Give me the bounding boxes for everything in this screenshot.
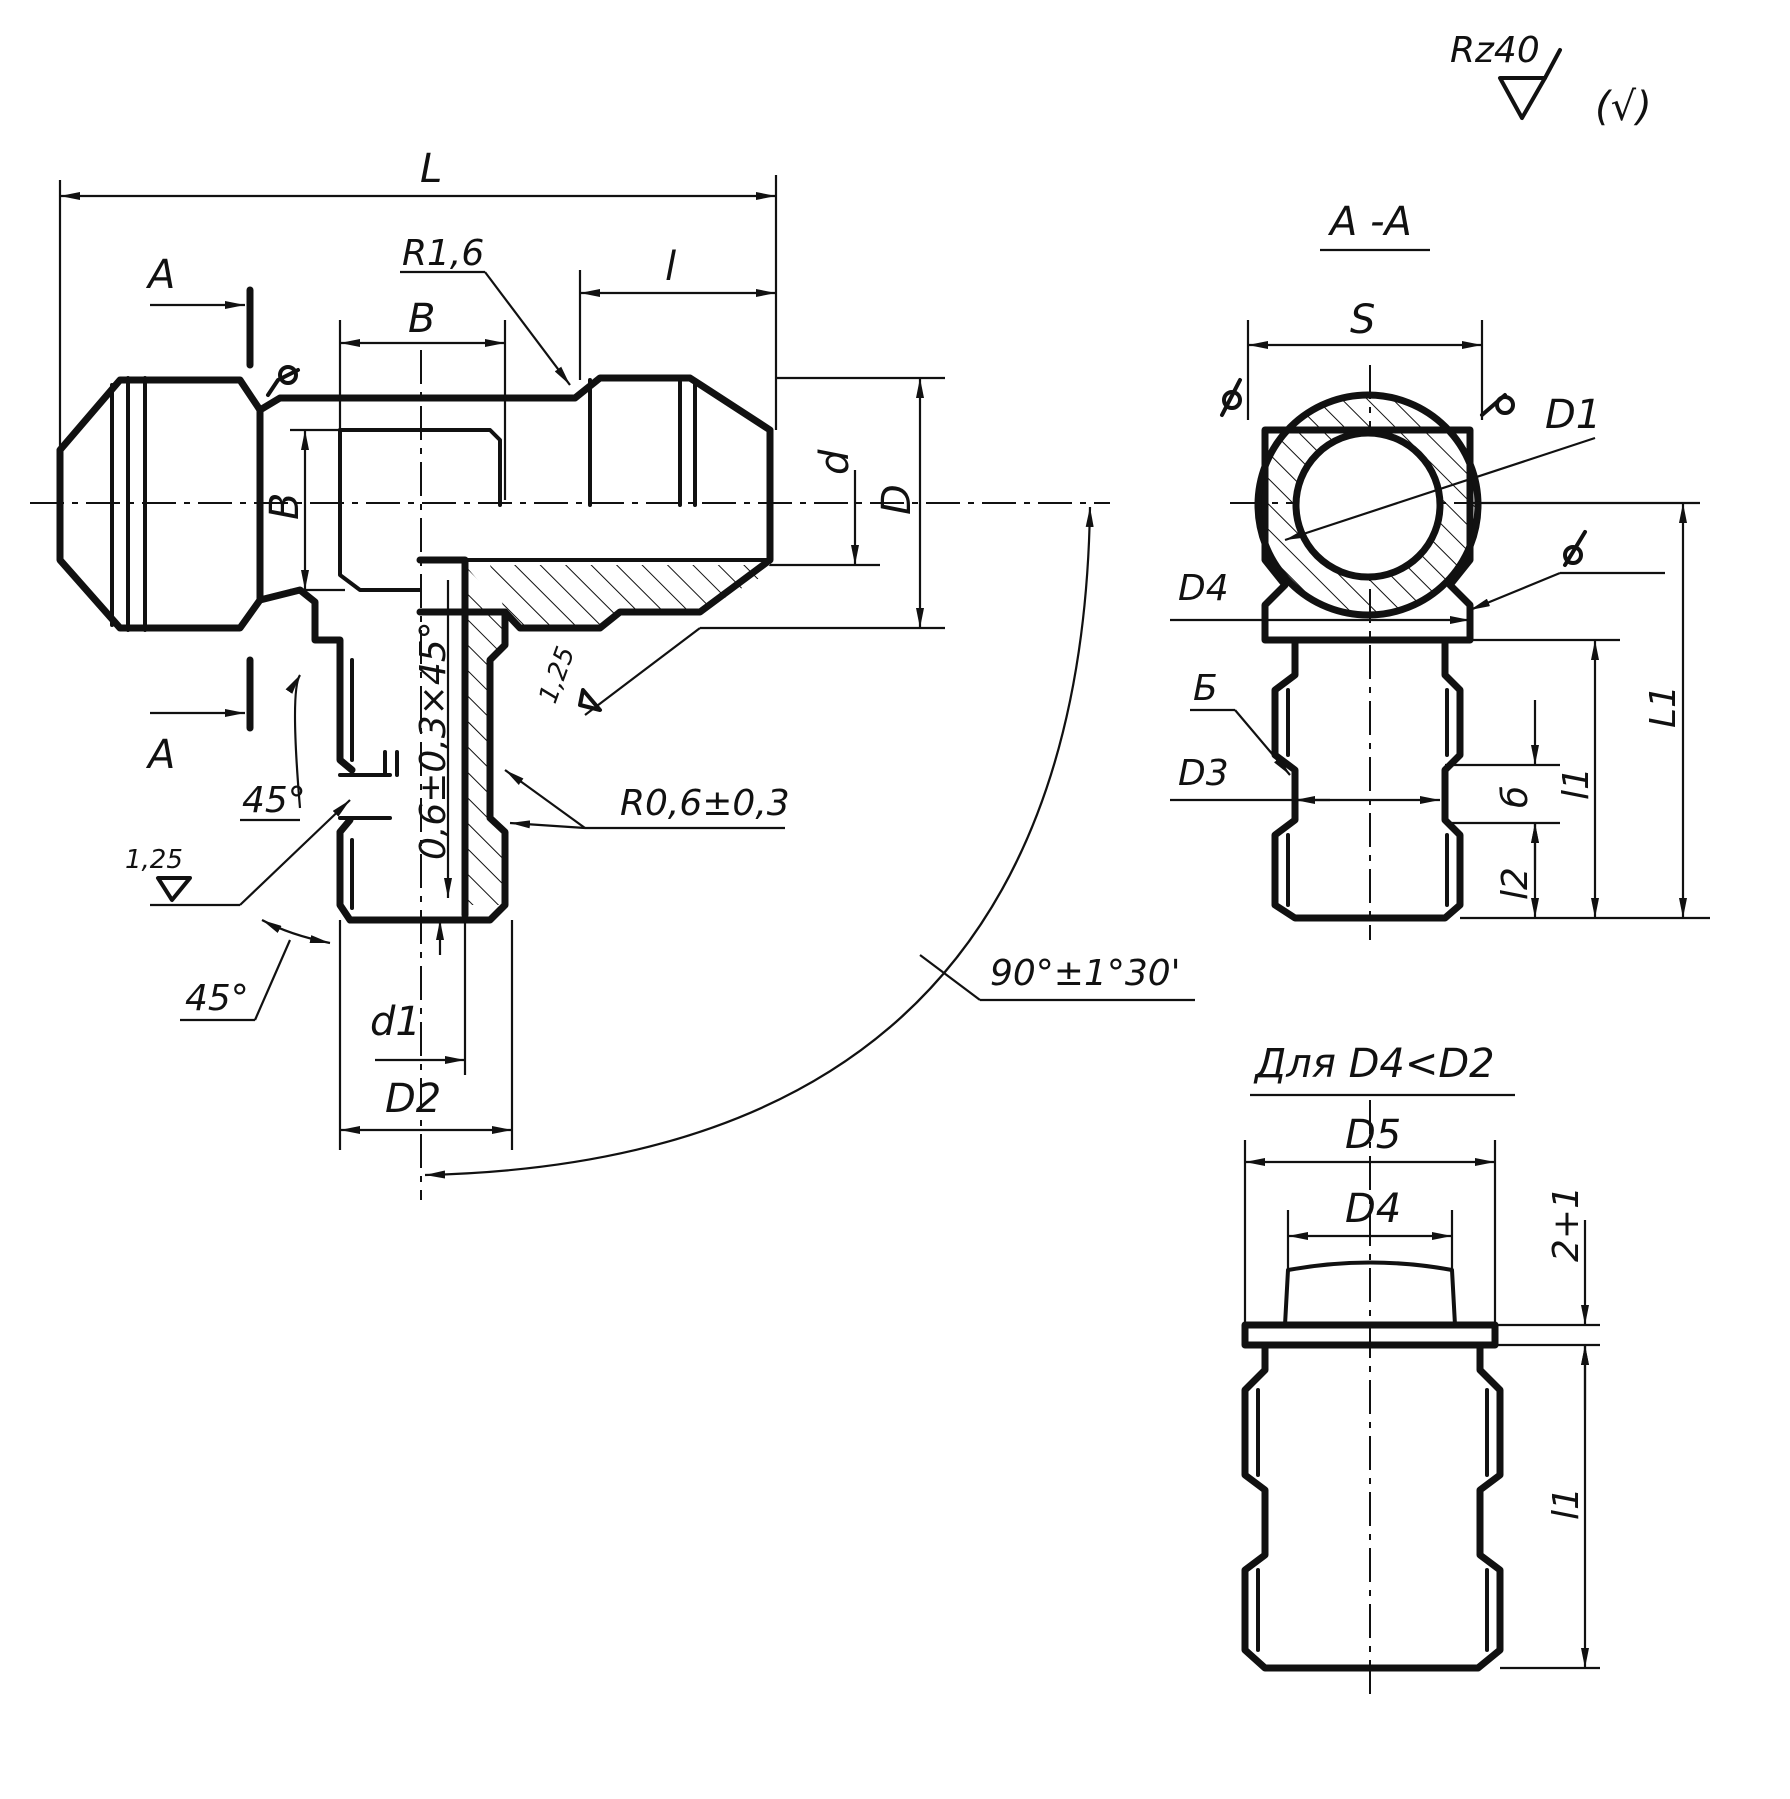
dim-D5: D5 (1345, 1112, 1401, 1158)
rough-125-upper: 1,25 (533, 643, 581, 708)
dim-D1: D1 (1545, 392, 1601, 438)
dim-D: D (874, 484, 920, 515)
dim-D3: D3 (1178, 753, 1229, 794)
dim-gap: 2+1 (1546, 1186, 1587, 1262)
roughness-general-label: (√) (1595, 84, 1652, 130)
dim-B-side: B (262, 493, 308, 520)
dim-l: l (665, 244, 676, 290)
section-label-A-top: A (145, 252, 175, 298)
rough-125-left: 1,25 (125, 845, 183, 875)
section-view: A -A S D1 D4 (1170, 199, 1710, 940)
roughness-symbol: Rz40 (√) (1450, 30, 1652, 130)
dim-D4-section: D4 (1178, 568, 1229, 609)
dim-R16: R1,6 (402, 233, 484, 274)
dim-d1: d1 (370, 999, 421, 1045)
label-B-cyr: Б (1193, 668, 1218, 709)
dim-d: d (812, 449, 858, 475)
dim-L1: L1 (1643, 685, 1684, 728)
variant-view: Для D4<D2 D5 D4 2+1 l1 (1241, 1041, 1600, 1700)
dim-l1-variant: l1 (1546, 1487, 1587, 1520)
dim-D2: D2 (385, 1076, 441, 1122)
dim-S: S (1350, 297, 1375, 343)
section-title: A -A (1327, 199, 1412, 245)
variant-title: Для D4<D2 (1253, 1041, 1495, 1087)
dim-B-top: B (408, 296, 435, 342)
angle-tolerance: 90°±1°30' (990, 953, 1181, 994)
roughness-main-label: Rz40 (1450, 30, 1540, 71)
dim-R06: R0,6±0,3 (620, 783, 790, 824)
angle-45-upper: 45° (242, 780, 306, 821)
angle-45-lower: 45° (185, 978, 249, 1019)
section-label-A-bottom: A (145, 732, 175, 778)
main-view: A A L l R1,6 B B d D (30, 146, 1195, 1200)
dim-l2: l2 (1495, 867, 1536, 900)
dim-D4-variant: D4 (1345, 1186, 1401, 1232)
dim-l1-section: l1 (1556, 767, 1597, 800)
dim-b: б (1495, 786, 1536, 808)
dim-L: L (420, 146, 442, 192)
